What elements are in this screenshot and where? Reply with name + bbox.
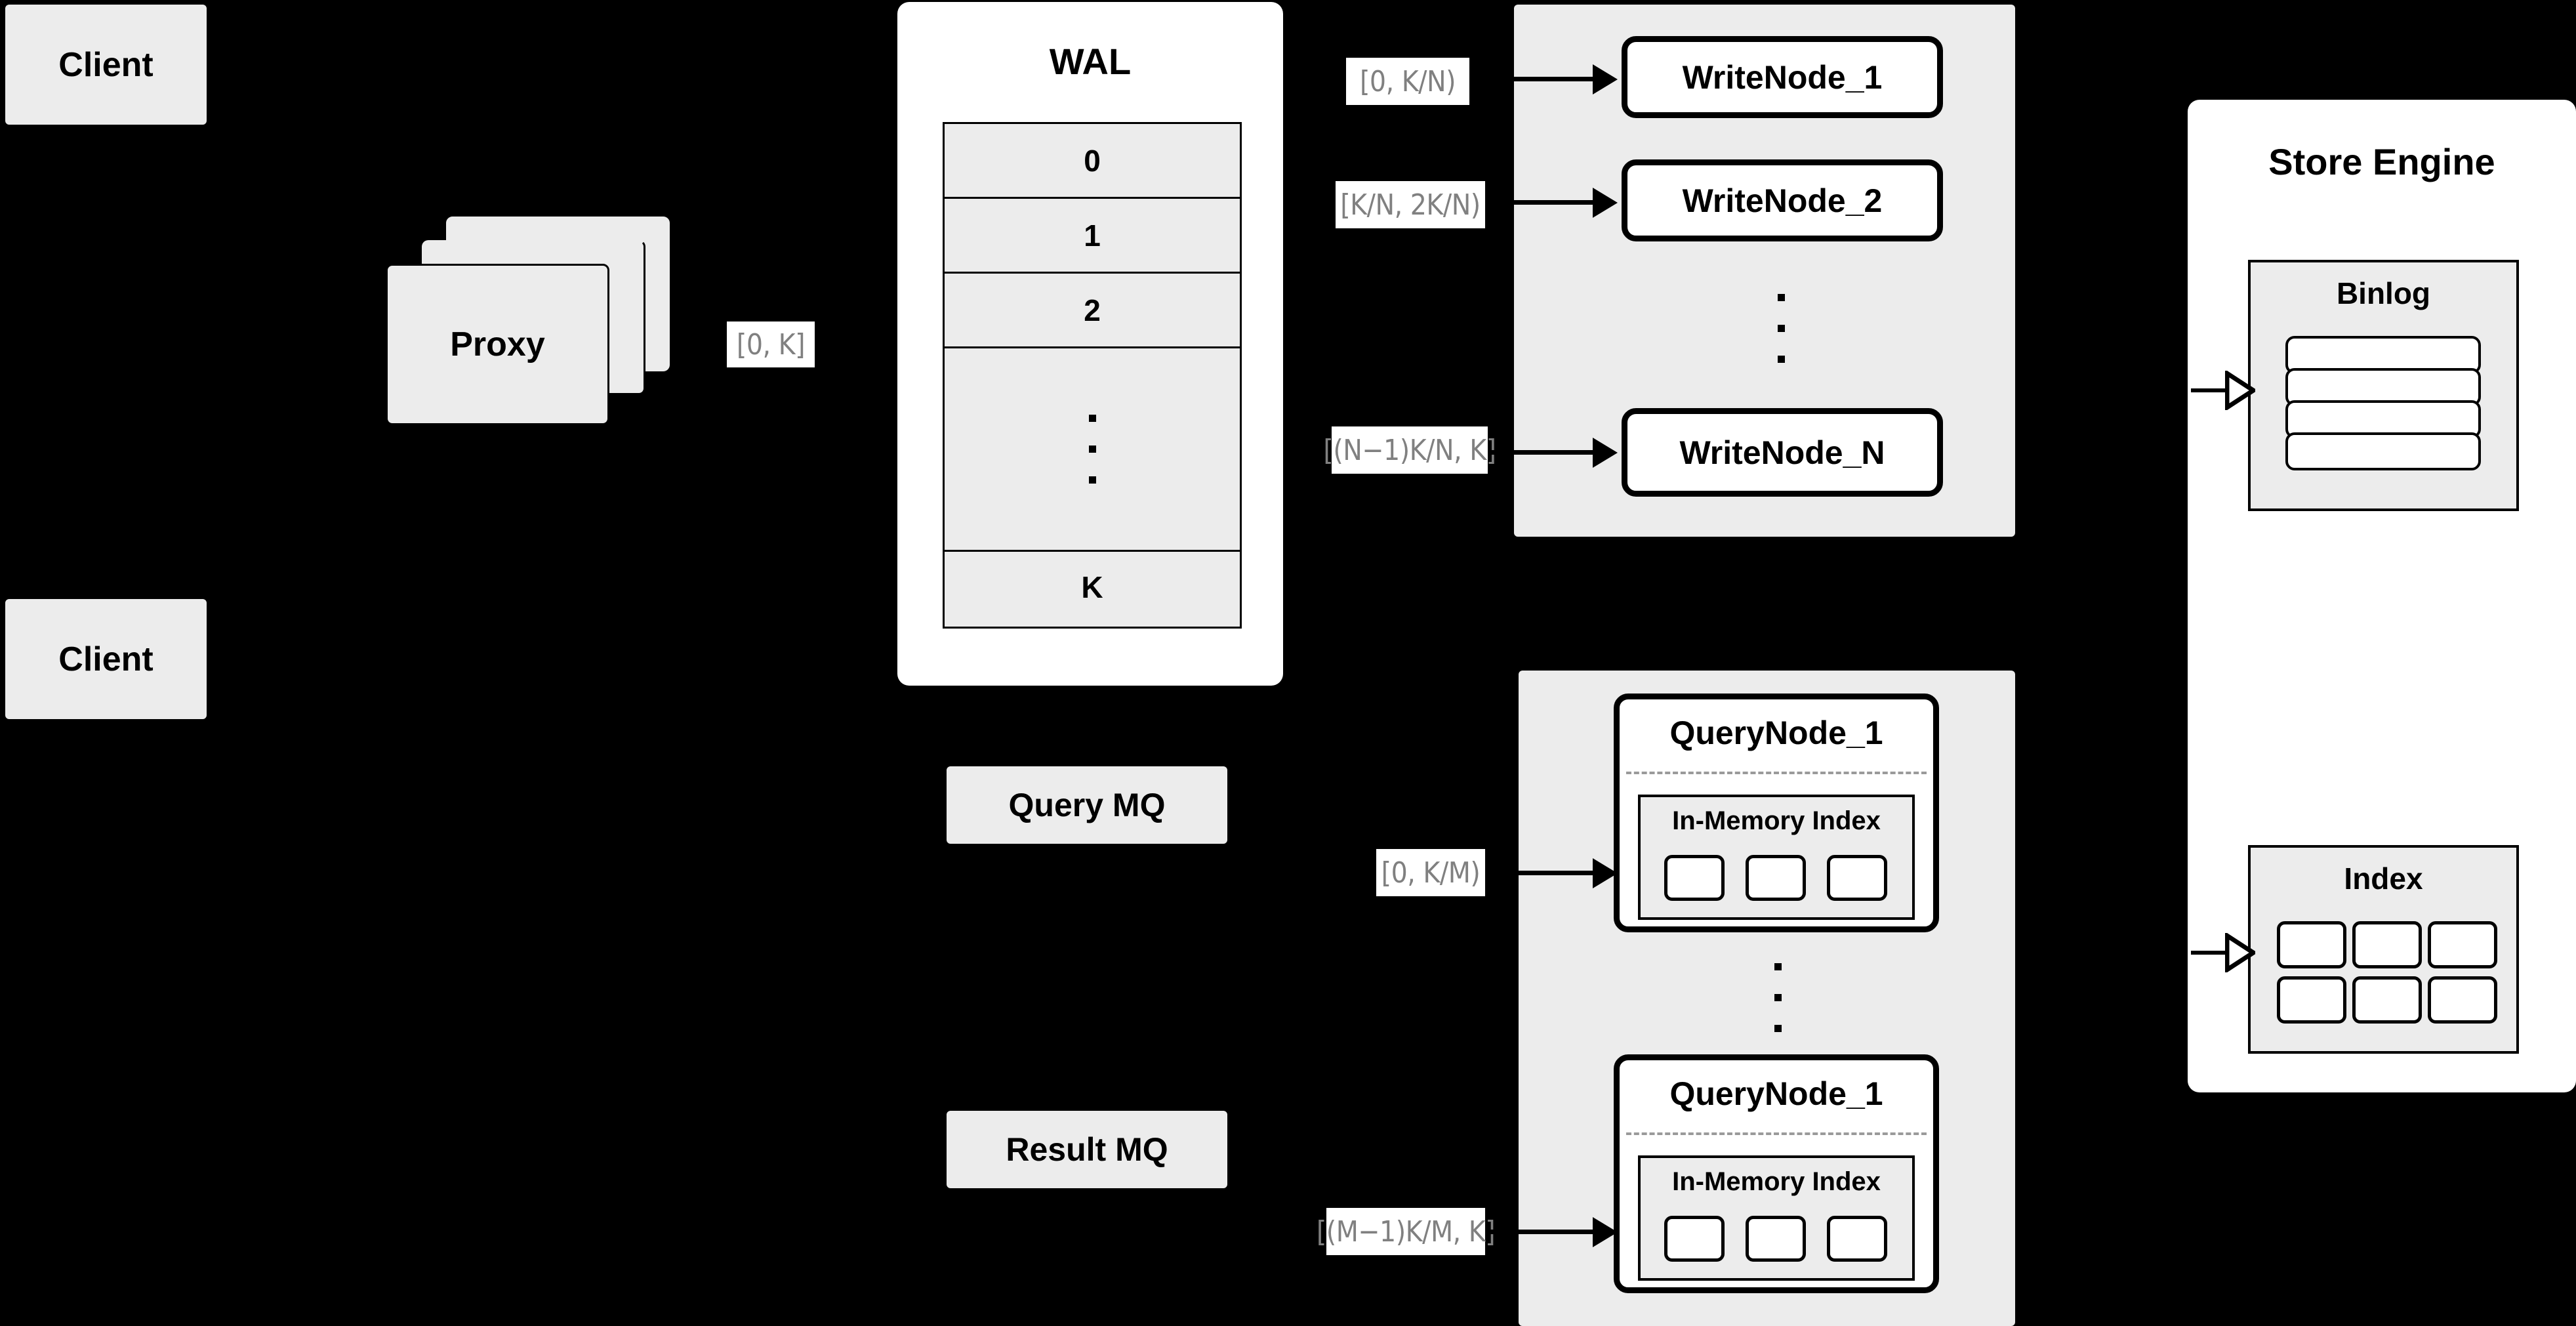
query-mq-box[interactable]: Query MQ: [947, 766, 1227, 844]
store-engine-title: Store Engine: [2268, 141, 2495, 182]
result-mq-box[interactable]: Result MQ: [947, 1111, 1227, 1188]
query-range-label-1: [0, K/M): [1376, 849, 1485, 896]
query-arrow-head-1: [1593, 858, 1618, 888]
vertical-ellipsis-icon: [945, 348, 1240, 550]
write-arrow-head-2: [1593, 188, 1618, 218]
index-tile[interactable]: [2428, 921, 2497, 968]
write-node-label: WriteNode_2: [1682, 182, 1883, 219]
client-label: Client: [58, 45, 153, 84]
client-label: Client: [58, 640, 153, 678]
write-range-label-1: [0, K/N): [1346, 58, 1469, 105]
wal-title: WAL: [1049, 41, 1132, 82]
index-tile[interactable]: [2352, 921, 2422, 968]
query-node-ellipsis-icon: [1735, 938, 1820, 1056]
query-node-label: QueryNode_1: [1669, 715, 1883, 751]
index-tile[interactable]: [2277, 976, 2346, 1024]
proxy-label: Proxy: [450, 325, 545, 363]
proxy-card-front[interactable]: Proxy: [386, 264, 609, 425]
in-memory-index-panel-m: In-Memory Index: [1638, 1155, 1915, 1281]
client-box-2[interactable]: Client: [5, 599, 207, 719]
store-engine-card: Store Engine Binlog Index: [2188, 100, 2576, 1092]
index-panel: Index: [2248, 845, 2519, 1054]
binlog-arrow-head-icon: [2225, 371, 2255, 410]
in-memory-index-panel-1: In-Memory Index: [1638, 795, 1915, 920]
wal-table: 0 1 2 K: [943, 122, 1242, 629]
index-tile[interactable]: [1664, 1216, 1725, 1262]
wal-row[interactable]: K: [945, 552, 1240, 623]
index-tile[interactable]: [1746, 1216, 1806, 1262]
wal-row[interactable]: 1: [945, 199, 1240, 274]
write-node-1[interactable]: WriteNode_1: [1622, 36, 1943, 118]
query-arrow-line-m: [1489, 1230, 1594, 1234]
index-tile[interactable]: [1827, 855, 1887, 901]
index-tile[interactable]: [2277, 921, 2346, 968]
query-node-label: QueryNode_1: [1669, 1075, 1883, 1112]
client-box-1[interactable]: Client: [5, 5, 207, 125]
query-node-1[interactable]: QueryNode_1 In-Memory Index: [1614, 694, 1939, 932]
write-arrow-head-1: [1593, 64, 1618, 94]
in-memory-index-title: In-Memory Index: [1672, 1167, 1881, 1196]
write-arrow-line-n: [1489, 450, 1594, 455]
write-node-label: WriteNode_N: [1679, 434, 1885, 471]
index-arrow-line: [2191, 951, 2232, 955]
query-mq-label: Query MQ: [1008, 787, 1166, 823]
write-range-label-n: [(N−1)K/N, K]: [1323, 426, 1496, 474]
wal-row[interactable]: 2: [945, 274, 1240, 348]
binlog-panel: Binlog: [2248, 260, 2519, 511]
write-range-label-2: [K/N, 2K/N): [1336, 181, 1485, 228]
wal-row-ellipsis: [945, 348, 1240, 552]
query-node-m[interactable]: QueryNode_1 In-Memory Index: [1614, 1054, 1939, 1293]
result-mq-label: Result MQ: [1006, 1131, 1168, 1168]
query-node-divider: [1626, 772, 1927, 774]
query-arrow-line-1: [1489, 871, 1594, 875]
wal-row[interactable]: 0: [945, 124, 1240, 199]
write-node-ellipsis-icon: [1738, 269, 1824, 387]
index-tile[interactable]: [2352, 976, 2422, 1024]
index-tile[interactable]: [1664, 855, 1725, 901]
index-title: Index: [2344, 861, 2423, 896]
index-arrow-head-icon: [2225, 933, 2255, 972]
binlog-title: Binlog: [2336, 276, 2431, 310]
write-node-2[interactable]: WriteNode_2: [1622, 159, 1943, 241]
proxy-range-label: [0, K]: [727, 321, 815, 367]
query-arrow-head-m: [1593, 1217, 1618, 1247]
index-tile[interactable]: [2428, 976, 2497, 1024]
index-tile[interactable]: [1746, 855, 1806, 901]
query-range-label-m: [(M−1)K/M, K]: [1317, 1208, 1496, 1255]
write-arrow-head-n: [1593, 438, 1618, 468]
write-arrow-line-2: [1489, 200, 1594, 205]
binlog-bar[interactable]: [2285, 432, 2481, 470]
write-node-label: WriteNode_1: [1682, 58, 1883, 96]
query-node-divider: [1626, 1132, 1927, 1135]
binlog-arrow-line: [2191, 388, 2232, 392]
in-memory-index-title: In-Memory Index: [1672, 806, 1881, 835]
write-arrow-line-1: [1489, 77, 1594, 81]
index-tile[interactable]: [1827, 1216, 1887, 1262]
write-node-n[interactable]: WriteNode_N: [1622, 408, 1943, 497]
